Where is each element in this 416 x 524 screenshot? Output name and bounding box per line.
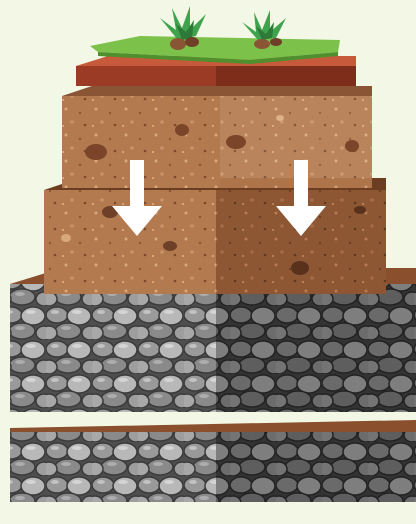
dark-soil-layer: [44, 178, 386, 294]
light-soil-layer: [62, 86, 372, 188]
gravel-layer-lower: [10, 420, 416, 502]
